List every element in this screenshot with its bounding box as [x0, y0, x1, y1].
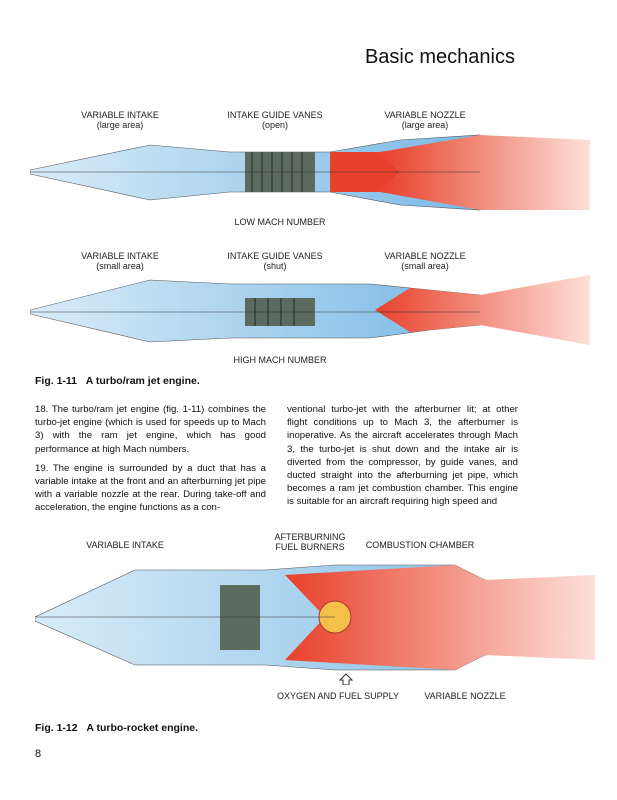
label-high-mach-number: HIGH MACH NUMBER [233, 355, 327, 365]
paragraph-19: 19. The engine is surrounded by a duct t… [35, 462, 266, 514]
turbo-ram-engine-high-mach-diagram [30, 275, 590, 345]
supply-arrow-icon [338, 673, 354, 685]
caption-text: A turbo-rocket engine. [86, 722, 198, 734]
label-text: VARIABLE INTAKE [81, 251, 159, 261]
label-text: FUEL BURNERS [275, 542, 345, 552]
label-sub: (small area) [401, 261, 449, 271]
caption-number: Fig. 1-11 [35, 375, 78, 387]
label-combustion-chamber: COMBUSTION CHAMBER [365, 540, 475, 550]
label-sub: (large area) [96, 120, 144, 130]
turbo-ram-engine-low-mach-diagram [30, 134, 590, 211]
label-variable-intake-high: VARIABLE INTAKE(small area) [70, 251, 170, 271]
caption-text: A turbo/ram jet engine. [85, 375, 200, 387]
page-number: 8 [35, 748, 42, 760]
text-column-right: ventional turbo-jet with the afterburner… [287, 403, 518, 515]
label-text: VARIABLE INTAKE [81, 110, 159, 120]
label-oxygen-fuel-supply: OXYGEN AND FUEL SUPPLY [276, 691, 400, 701]
label-text: INTAKE GUIDE VANES [227, 110, 323, 120]
label-variable-nozzle-low: VARIABLE NOZZLE(large area) [370, 110, 480, 130]
label-variable-intake-low: VARIABLE INTAKE(large area) [70, 110, 170, 130]
figure-caption-1-11: Fig. 1-11 A turbo/ram jet engine. [35, 375, 200, 387]
caption-number: Fig. 1-12 [35, 722, 78, 734]
label-guide-vanes-high: INTAKE GUIDE VANES(shut) [215, 251, 335, 271]
label-variable-intake: VARIABLE INTAKE [86, 540, 164, 550]
label-low-mach-number: LOW MACH NUMBER [234, 217, 326, 227]
label-guide-vanes-low: INTAKE GUIDE VANES(open) [215, 110, 335, 130]
label-sub: (open) [261, 120, 288, 130]
label-sub: (small area) [96, 261, 144, 271]
label-text: VARIABLE NOZZLE [384, 251, 466, 261]
text-column-left: 18. The turbo/ram jet engine (fig. 1-11)… [35, 403, 266, 521]
turbo-rocket-engine-diagram [35, 564, 595, 685]
label-sub: (shut) [263, 261, 287, 271]
label-variable-nozzle: VARIABLE NOZZLE [424, 691, 506, 701]
label-text: AFTERBURNING [274, 532, 346, 542]
figure-caption-1-12: Fig. 1-12 A turbo-rocket engine. [35, 722, 198, 734]
paragraph-18: 18. The turbo/ram jet engine (fig. 1-11)… [35, 404, 266, 455]
page-title: Basic mechanics [364, 46, 515, 68]
paragraph-19-continued: ventional turbo-jet with the afterburner… [287, 404, 518, 508]
label-text: INTAKE GUIDE VANES [227, 251, 323, 261]
label-variable-nozzle-high: VARIABLE NOZZLE(small area) [370, 251, 480, 271]
label-sub: (large area) [401, 120, 449, 130]
label-text: VARIABLE NOZZLE [384, 110, 466, 120]
